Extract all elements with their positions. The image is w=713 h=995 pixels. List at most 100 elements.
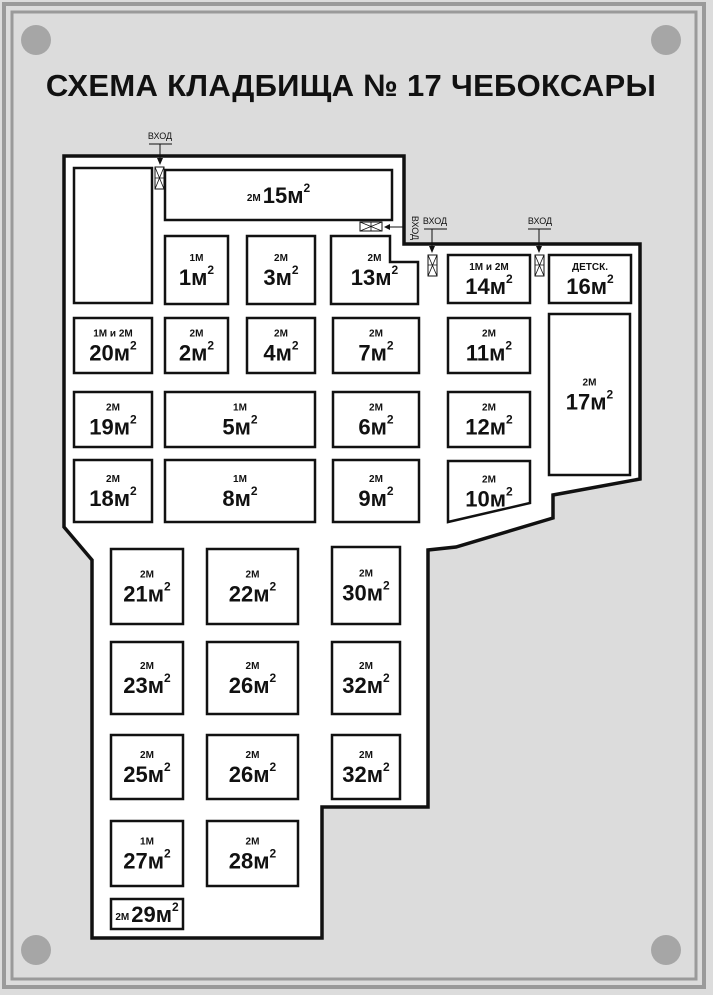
sector-type: 2М	[368, 253, 382, 264]
superscript: 2	[270, 760, 277, 774]
sector-26-lower[interactable]	[205, 733, 300, 801]
sector-10[interactable]	[446, 459, 532, 524]
entrance-label: ВХОД	[528, 216, 552, 226]
sector-number-value: 16м	[566, 274, 607, 299]
sector-number: 2м2	[179, 339, 215, 366]
sector-16[interactable]	[547, 253, 633, 305]
sector-type: ДЕТСК.	[572, 262, 608, 273]
sector-label: ДЕТСК.16м2	[566, 262, 614, 299]
sector-number: 8м2	[222, 484, 258, 511]
entrance-right-vertical[interactable]: ВХОД	[359, 216, 420, 240]
sector-28[interactable]	[205, 819, 300, 888]
sector-13[interactable]	[329, 234, 420, 306]
sector-17[interactable]	[547, 312, 632, 477]
superscript: 2	[292, 263, 299, 277]
sector-number-value: 23м	[123, 673, 164, 698]
sector-29[interactable]	[109, 897, 185, 931]
sector-type: 1М и 2М	[469, 262, 509, 273]
superscript: 2	[164, 580, 171, 594]
entrance-right-1[interactable]: ВХОД	[423, 216, 447, 277]
sector-number: 6м2	[358, 413, 394, 440]
superscript: 2	[207, 339, 214, 353]
sector-15[interactable]	[163, 168, 394, 222]
sector-type: 2М	[369, 474, 383, 485]
entrance-right-2[interactable]: ВХОД	[528, 216, 552, 277]
sector-number-value: 14м	[465, 274, 506, 299]
superscript: 2	[387, 339, 394, 353]
sector-2[interactable]	[163, 316, 230, 375]
superscript: 2	[387, 413, 394, 427]
sector-number: 26м2	[229, 760, 277, 787]
sector-number: 22м2	[229, 580, 277, 607]
sector-26-upper[interactable]	[205, 640, 300, 716]
sector-11[interactable]	[446, 316, 532, 375]
sector-21[interactable]	[109, 547, 185, 626]
sector-number-value: 11м	[466, 341, 506, 366]
sector-6[interactable]	[331, 390, 421, 449]
sector-number: 19м2	[89, 413, 137, 440]
sector-14[interactable]	[446, 253, 532, 305]
sector-19[interactable]	[72, 390, 154, 449]
sector-type: 2М	[482, 329, 496, 340]
sector-number: 16м2	[566, 272, 614, 299]
arrow-down-icon	[157, 158, 163, 165]
entrance-top[interactable]: ВХОД	[148, 131, 172, 190]
sector-number: 14м2	[465, 272, 513, 299]
outer-frame	[2, 2, 706, 989]
sector-type: 2М	[246, 837, 260, 848]
sector-20[interactable]	[72, 316, 154, 375]
sector-label: 2М15м2	[247, 181, 311, 208]
sector-number: 2М15м2	[247, 181, 311, 208]
sector-18[interactable]	[72, 458, 154, 524]
sector-number-value: 5м	[222, 415, 251, 440]
sector-number: 2М29м2	[115, 900, 179, 927]
sector-label: 2М29м2	[115, 900, 179, 927]
superscript: 2	[506, 485, 513, 499]
sector-blank[interactable]	[72, 166, 154, 305]
sector-12[interactable]	[446, 390, 532, 449]
sector-number-value: 6м	[358, 415, 387, 440]
sector-1[interactable]	[163, 234, 230, 306]
sector-25[interactable]	[109, 733, 185, 801]
sector-number-value: 12м	[465, 415, 506, 440]
sector-type: 2М	[106, 474, 120, 485]
sector-number: 13м2	[351, 263, 399, 290]
sector-number: 5м2	[222, 413, 258, 440]
sector-23[interactable]	[109, 640, 185, 716]
sector-number-value: 25м	[123, 762, 164, 787]
sector-30[interactable]	[330, 545, 402, 626]
sector-number: 3м2	[263, 263, 299, 290]
sector-7[interactable]	[331, 316, 421, 375]
entrance-label: ВХОД	[148, 131, 172, 141]
sector-number-value: 32м	[342, 762, 383, 787]
sector-27[interactable]	[109, 819, 185, 888]
sector-3[interactable]	[245, 234, 317, 306]
sector-type: 2М	[140, 570, 154, 581]
sector-number-value: 2м	[179, 341, 208, 366]
sector-number: 7м2	[358, 339, 394, 366]
sector-number-value: 26м	[229, 673, 270, 698]
sector-32-upper[interactable]	[330, 640, 402, 716]
sector-5[interactable]	[163, 390, 317, 449]
sector-number-value: 26м	[229, 762, 270, 787]
sector-9[interactable]	[331, 458, 421, 524]
sector-4[interactable]	[245, 316, 317, 375]
sector-number-value: 9м	[358, 486, 387, 511]
sector-number-value: 7м	[358, 341, 387, 366]
sector-number-value: 19м	[89, 415, 130, 440]
sector-number: 23м2	[123, 671, 171, 698]
arrow-left-icon	[384, 224, 390, 230]
sector-8[interactable]	[163, 458, 317, 524]
sector-32-lower[interactable]	[330, 733, 402, 801]
sector-22[interactable]	[205, 547, 300, 626]
